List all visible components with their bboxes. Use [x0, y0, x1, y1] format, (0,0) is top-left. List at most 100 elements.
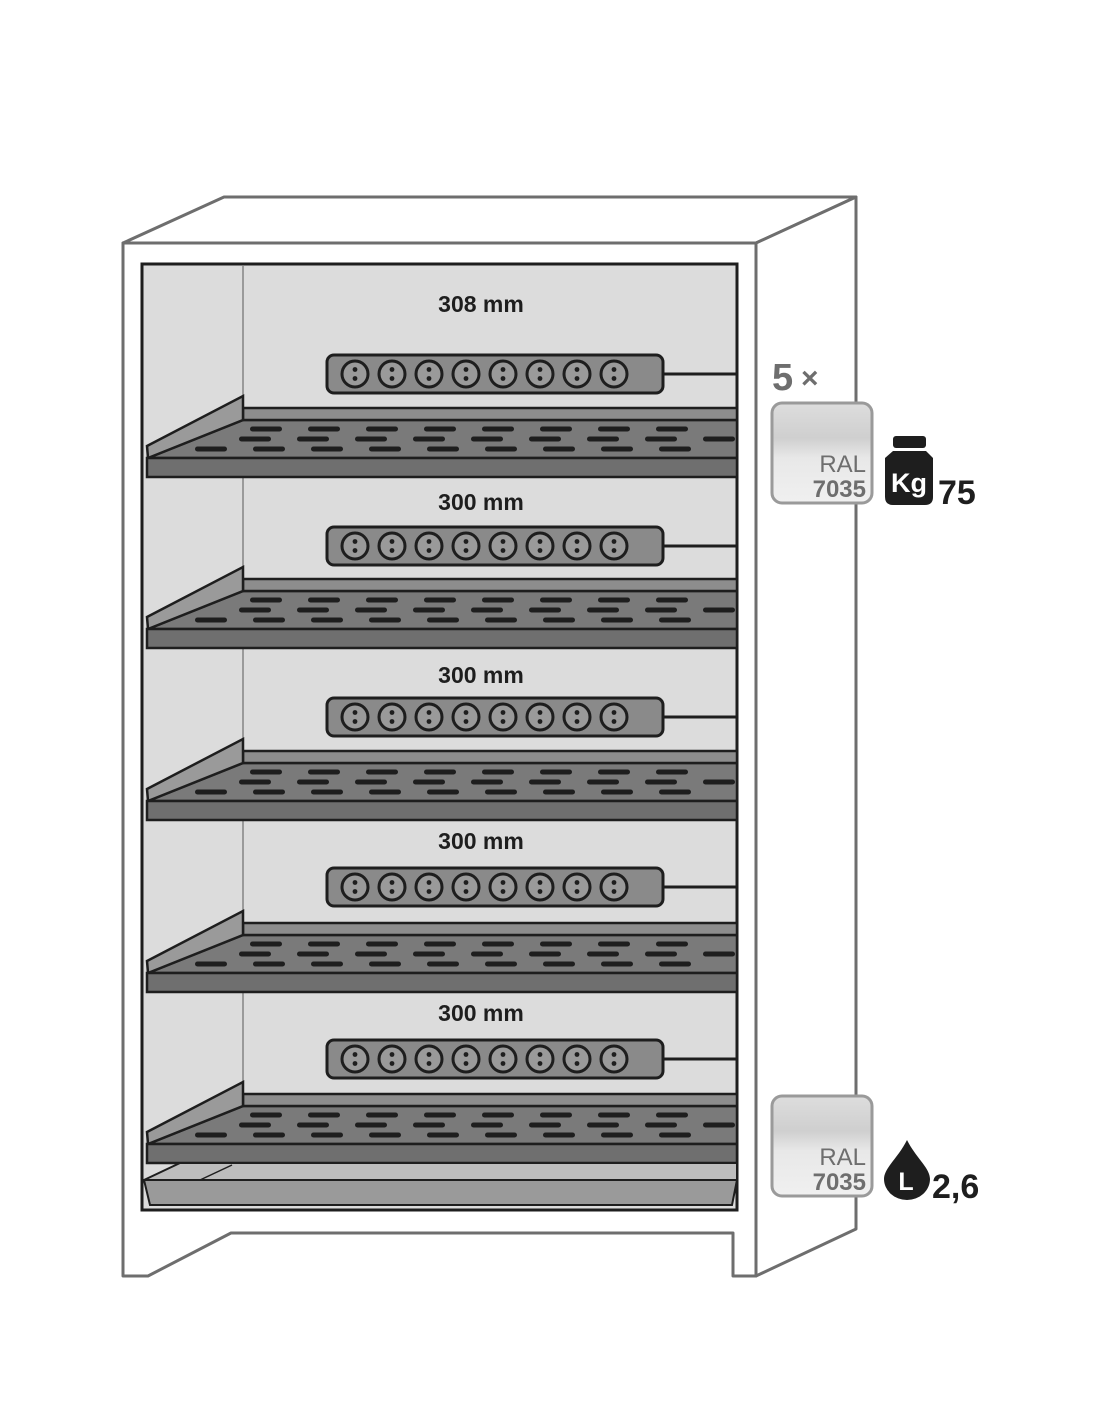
- perforation-slot: [598, 769, 630, 775]
- outlet-socket: [340, 359, 370, 389]
- outlet-pin: [463, 539, 469, 544]
- shelf-level: 300 mm: [145, 828, 739, 994]
- shelf-side-lip: [145, 736, 245, 803]
- perforation-slot: [427, 789, 459, 795]
- outlet-socket: [414, 702, 444, 732]
- outlet-pin: [611, 710, 617, 715]
- outlet-pin: [574, 1052, 580, 1057]
- perforation-slot: [485, 1132, 517, 1138]
- perforation-slot: [587, 1122, 619, 1128]
- perforation-slot: [195, 961, 227, 967]
- perforation-slot: [308, 426, 340, 432]
- outlet-pin: [500, 548, 506, 553]
- outlet-pin: [463, 367, 469, 372]
- outlet-pin: [463, 1052, 469, 1057]
- outlet-pin: [389, 889, 395, 894]
- perforation-slot: [587, 779, 619, 785]
- outlet-pin: [463, 889, 469, 894]
- outlet-socket: [451, 1044, 481, 1074]
- perforation-slot: [587, 436, 619, 442]
- perforation-slot: [601, 789, 633, 795]
- perforation-slot: [540, 1112, 572, 1118]
- perforation-slot: [250, 941, 282, 947]
- outlet-pin: [537, 1052, 543, 1057]
- outlet-socket: [488, 531, 518, 561]
- drop-icon: L: [884, 1140, 930, 1200]
- perforation-slot: [543, 1132, 575, 1138]
- shelf-spacing-label: 308 mm: [438, 291, 524, 317]
- cabinet-top: [121, 195, 858, 245]
- perforation-slot: [297, 1122, 329, 1128]
- bottom-sump: [142, 1162, 739, 1206]
- outlet-pin: [537, 548, 543, 553]
- perforation-slot: [369, 446, 401, 452]
- perforation-slot: [355, 951, 387, 957]
- perforation-slot: [529, 779, 561, 785]
- outlet-pin: [611, 1061, 617, 1066]
- outlet-socket: [377, 702, 407, 732]
- outlet-socket: [377, 1044, 407, 1074]
- outlet-pin: [389, 880, 395, 885]
- perforation-slot: [482, 426, 514, 432]
- perforation-slot: [250, 1112, 282, 1118]
- outlet-pin: [389, 548, 395, 553]
- outlet-socket: [377, 359, 407, 389]
- perforation-slot: [587, 951, 619, 957]
- outlet-pin: [500, 710, 506, 715]
- perforation-slot: [645, 779, 677, 785]
- outlet-pin: [463, 1061, 469, 1066]
- outlet-socket: [562, 359, 592, 389]
- outlet-pin: [352, 710, 358, 715]
- load-capacity-spec: Kg 75: [885, 436, 976, 512]
- perforation-slot: [656, 941, 688, 947]
- outlet-pin: [611, 880, 617, 885]
- outlet-pin: [537, 376, 543, 381]
- outlet-pin: [500, 1052, 506, 1057]
- perforation-slot: [355, 779, 387, 785]
- sump-swatch-ral-label: RAL: [819, 1144, 866, 1171]
- sump-swatch-box: [770, 1094, 874, 1198]
- shelf-level: 300 mm: [145, 489, 739, 650]
- shelf-front-edge: [145, 799, 739, 822]
- perforation-slot: [645, 1122, 677, 1128]
- perforation-slot: [311, 961, 343, 967]
- sump-rim: [143, 1162, 738, 1181]
- sump-tray: [142, 1179, 739, 1206]
- perforation-slot: [369, 961, 401, 967]
- perforation-slot: [355, 1122, 387, 1128]
- perforation-slot: [366, 426, 398, 432]
- perforation-slot: [540, 597, 572, 603]
- outlet-socket: [562, 1044, 592, 1074]
- shelf-side-lip: [145, 393, 245, 460]
- perforation-slot: [369, 1132, 401, 1138]
- outlet-pin: [352, 1061, 358, 1066]
- outlet-pin: [500, 367, 506, 372]
- outlet-socket: [340, 702, 370, 732]
- load-capacity-value: 75: [938, 474, 976, 512]
- perforation-slot: [311, 1132, 343, 1138]
- outlet-pin: [574, 539, 580, 544]
- perforation-slot: [366, 1112, 398, 1118]
- outlet-pin: [500, 1061, 506, 1066]
- perforation-slot: [645, 951, 677, 957]
- outlet-pin: [574, 719, 580, 724]
- outlet-socket: [599, 872, 629, 902]
- swatch-box: [770, 401, 874, 505]
- outlet-pin: [352, 367, 358, 372]
- outlet-socket: [562, 872, 592, 902]
- perforation-slot: [529, 436, 561, 442]
- outlet-pin: [574, 367, 580, 372]
- perforation-slot: [482, 941, 514, 947]
- perforation-slot: [427, 961, 459, 967]
- perforation-slot: [297, 951, 329, 957]
- perforation-slot: [308, 1112, 340, 1118]
- perforation-slot: [485, 789, 517, 795]
- perforation-slot: [659, 446, 691, 452]
- sump-volume-value: 2,6: [932, 1168, 979, 1206]
- perforation-slot: [297, 607, 329, 613]
- perforation-slot: [239, 607, 271, 613]
- perforation-slot: [703, 607, 735, 613]
- perforation-slot: [659, 617, 691, 623]
- outlet-pin: [537, 719, 543, 724]
